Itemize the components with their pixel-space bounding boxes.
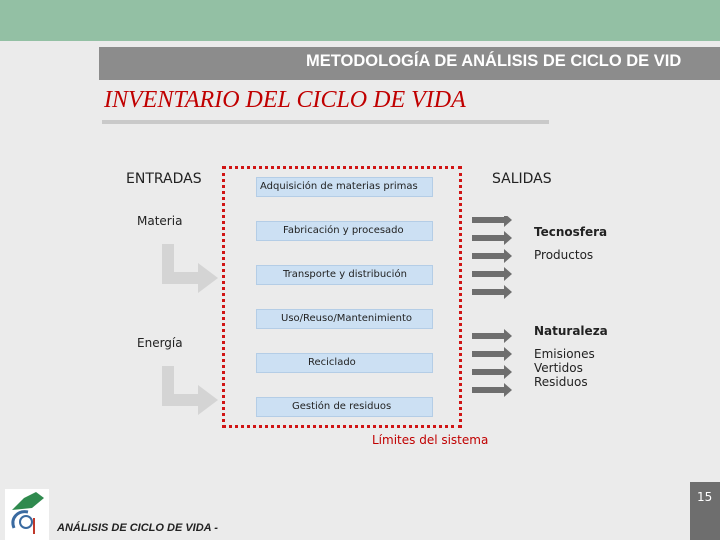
top-band	[0, 0, 720, 41]
stage-reciclado: Reciclado	[256, 353, 433, 373]
energia-elbow-arrow	[162, 366, 218, 415]
stage-gestion-residuos: Gestión de residuos	[256, 397, 433, 417]
page-number-box: 15	[690, 482, 720, 540]
header-bar: METODOLOGÍA DE ANÁLISIS DE CICLO DE VID	[99, 47, 720, 80]
output-arrow	[472, 383, 512, 397]
input-energia: Energía	[137, 336, 183, 350]
stage-fabricacion: Fabricación y procesado	[256, 221, 433, 241]
input-materia: Materia	[137, 214, 183, 228]
header-title: METODOLOGÍA DE ANÁLISIS DE CICLO DE VID	[306, 52, 682, 70]
output-arrow	[472, 231, 512, 245]
output-arrow	[472, 365, 512, 379]
stage-adquisicion: Adquisición de materias primas	[256, 177, 433, 197]
stage-transporte: Transporte y distribución	[256, 265, 433, 285]
system-boundary	[222, 166, 462, 428]
output-arrow	[472, 216, 512, 227]
output-arrow	[472, 285, 512, 299]
output-productos: Productos	[534, 248, 594, 262]
output-arrows	[472, 216, 512, 397]
output-arrow	[472, 347, 512, 361]
outputs-heading: SALIDAS	[492, 171, 552, 187]
output-arrow	[472, 267, 512, 281]
output-tecnosfera: Tecnosfera	[534, 225, 608, 239]
slide-subtitle: INVENTARIO DEL CICLO DE VIDA	[104, 87, 466, 113]
subtitle-underline	[102, 120, 549, 124]
organization-logo	[5, 489, 49, 540]
output-emisiones: Emisiones	[534, 347, 595, 361]
output-arrow	[472, 249, 512, 263]
output-residuos: Residuos	[534, 375, 588, 389]
stage-uso: Uso/Reuso/Mantenimiento	[256, 309, 433, 329]
output-naturaleza: Naturaleza	[534, 324, 608, 338]
output-vertidos: Vertidos	[534, 361, 583, 375]
system-boundary-label: Límites del sistema	[372, 433, 489, 447]
materia-elbow-arrow	[162, 244, 218, 293]
footer-text: ANÁLISIS DE CICLO DE VIDA -	[57, 522, 218, 534]
page-number: 15	[697, 490, 713, 504]
inputs-heading: ENTRADAS	[126, 171, 202, 187]
output-arrow	[472, 329, 512, 343]
